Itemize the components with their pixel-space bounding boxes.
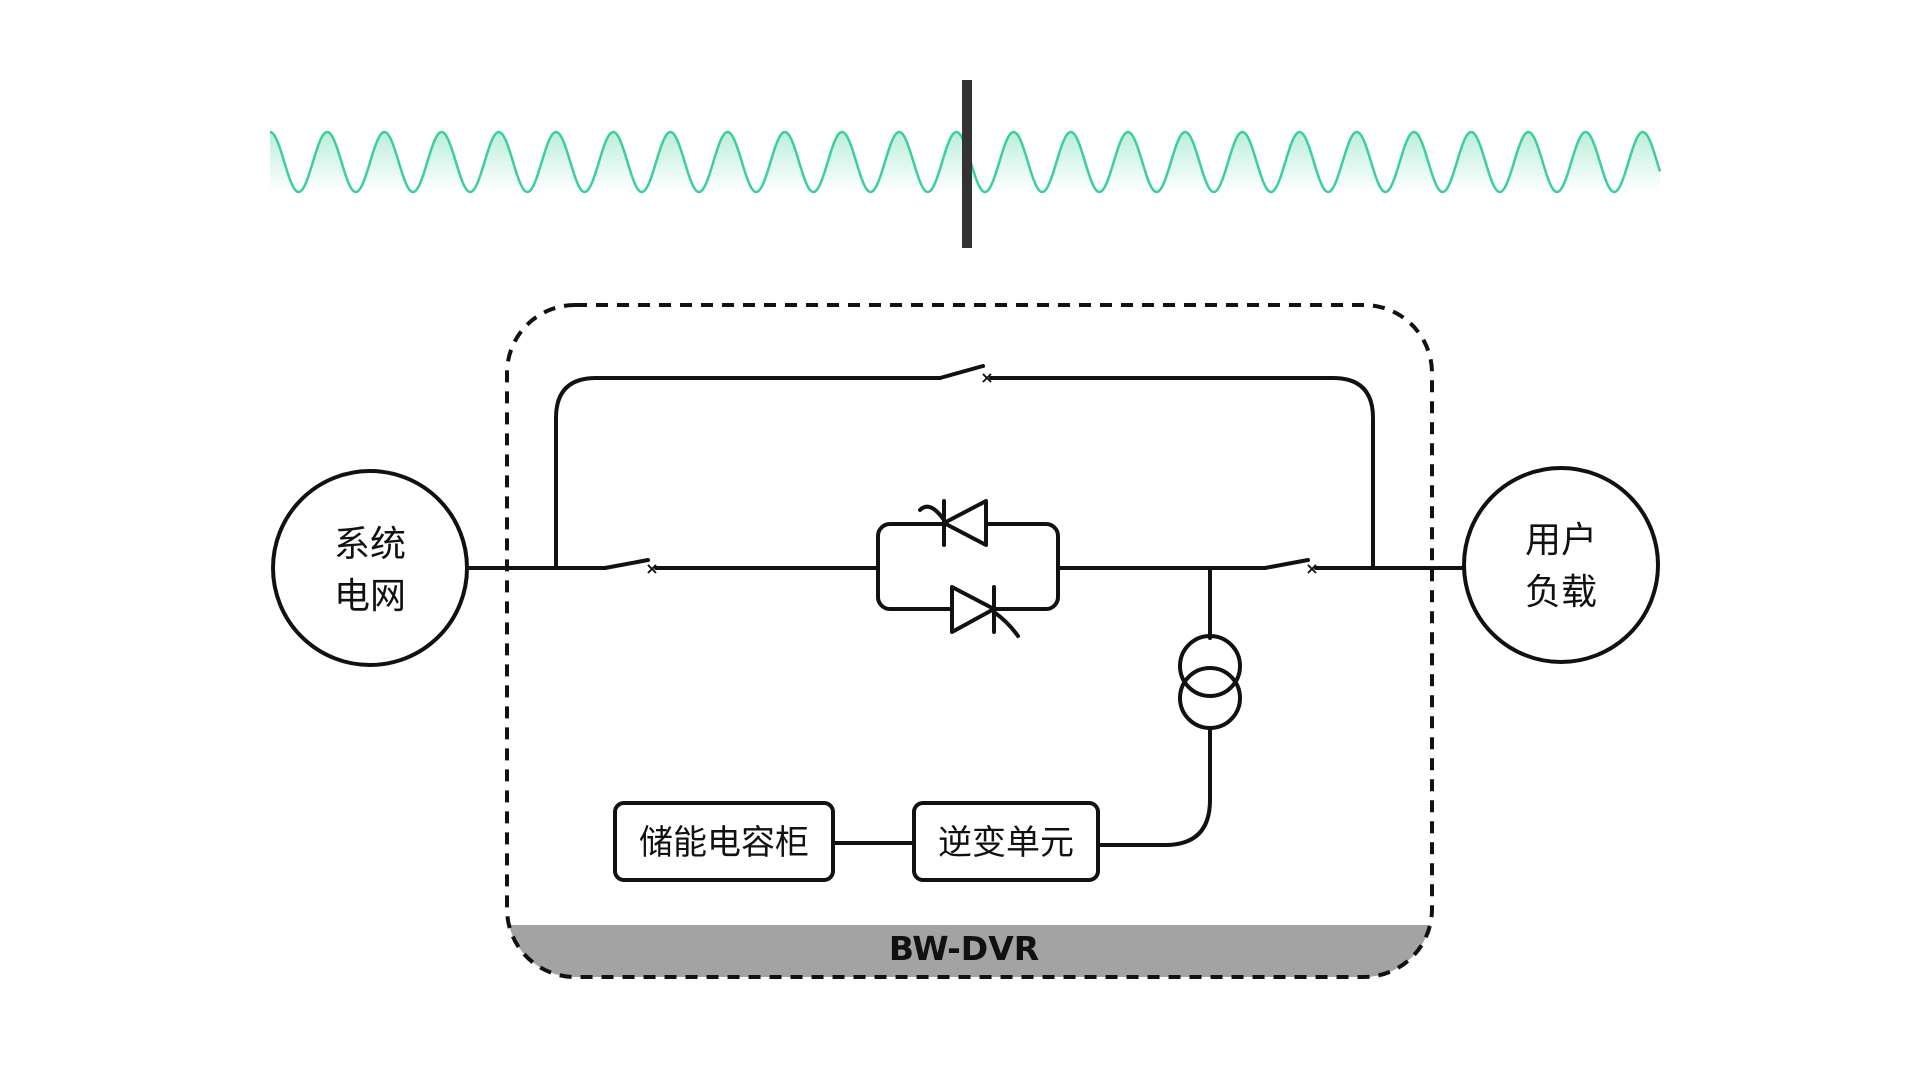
system-grid: 系统 电网: [271, 469, 469, 667]
input-switch: [603, 558, 650, 570]
voltage-waveform: [269, 80, 1662, 248]
main-circuit: × × ×: [465, 364, 1466, 638]
thyristor-upper: [918, 499, 988, 547]
grid-label-line1: 系统: [334, 524, 406, 565]
load-label-line1: 用户: [1525, 520, 1597, 561]
grid-circle: [271, 469, 469, 667]
inverter-unit-label: 逆变单元: [938, 823, 1074, 863]
compensation-branch: 逆变单元 储能电容柜: [613, 566, 1242, 882]
sag-marker-bar: [962, 80, 972, 248]
output-switch-contact: ×: [1305, 559, 1318, 578]
user-load: 用户 负载: [1462, 466, 1660, 664]
device-label-band: [507, 925, 1432, 977]
enclosure-border: [505, 303, 1434, 979]
bypass-line-left: [554, 376, 942, 570]
load-circle: [1462, 466, 1660, 664]
bypass-switch-contact: ×: [980, 368, 993, 387]
thyristor-lower-gate: [992, 610, 1020, 638]
grid-label-line2: 电网: [334, 576, 406, 617]
load-label-line2: 负载: [1525, 572, 1597, 613]
transformer-lead-bottom: [1096, 726, 1212, 847]
thyristor-upper-triangle: [942, 499, 988, 547]
output-switch: [1263, 558, 1310, 570]
thyristor-lower-triangle: [950, 585, 996, 634]
bypass-switch: [938, 364, 985, 380]
input-switch-contact: ×: [645, 559, 658, 578]
bw-dvr-enclosure: BW-DVR: [505, 303, 1434, 979]
storage-cabinet-label: 储能电容柜: [639, 823, 809, 863]
bypass-line-right: [989, 376, 1375, 570]
thyristor-lower: [950, 585, 1020, 638]
transformer-coil-upper: [1178, 634, 1242, 698]
storage-cabinet-box: [613, 801, 835, 882]
thyristor-upper-gate: [918, 504, 946, 522]
device-label: BW-DVR: [889, 929, 1039, 968]
